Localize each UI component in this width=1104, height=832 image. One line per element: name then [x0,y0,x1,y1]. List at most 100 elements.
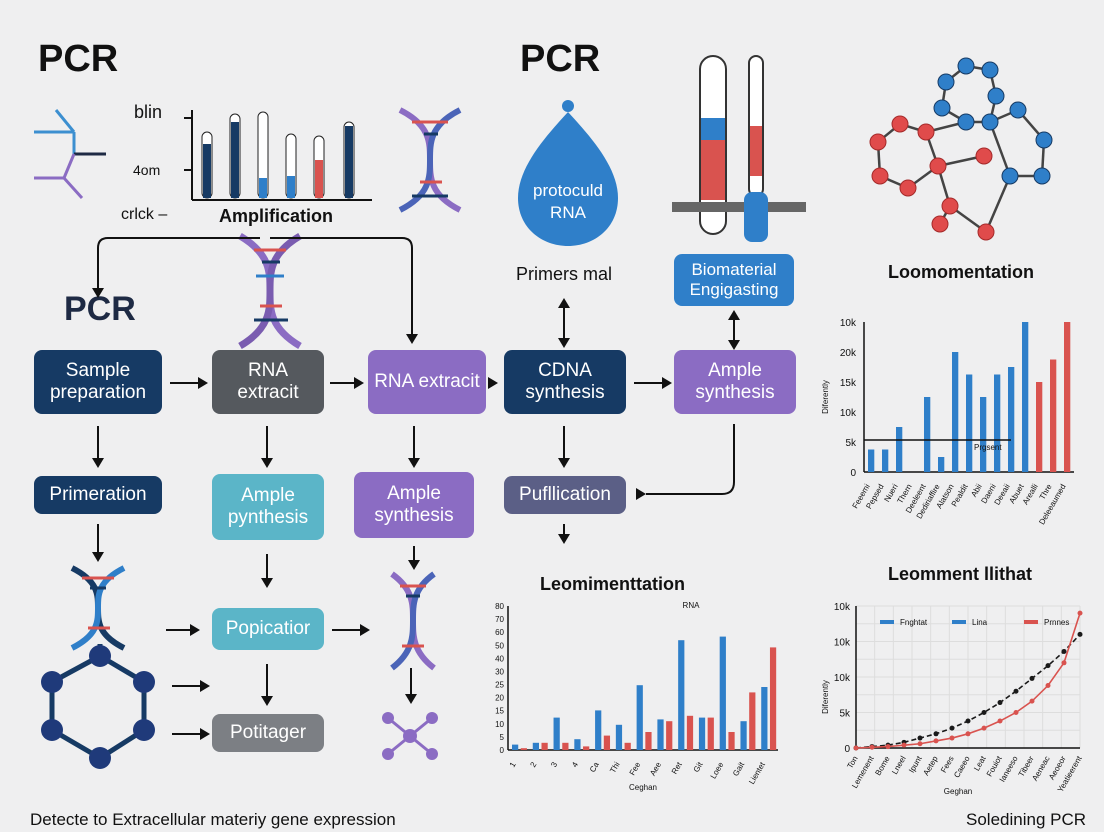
chart2-x-tick: Ca [588,760,601,774]
chart3-x-tick: Ton [845,755,859,771]
chart3-point [965,718,971,724]
flow-potitager[interactable]: Potitager [212,714,324,752]
chart2-y-tick: 0 [500,746,505,755]
chart2-y-tick: 70 [495,615,504,624]
chart1-bar [868,449,875,472]
chart3-y-tick: 5k [839,709,851,720]
branch-icon [34,109,106,200]
down-arrow-to-small-molecule [405,668,417,704]
chart3-point [1077,610,1083,616]
flow-ample-synthesis-2[interactable]: Ample synthesis [354,472,474,538]
mini-tube-1 [201,131,213,199]
chart2-bar [574,739,581,750]
mini-tube-3 [257,111,269,199]
chart2-bar [562,742,569,750]
hexagon-molecule-icon [41,644,155,769]
chart1-bar-chart: 05k10k15k20k10kDiferentlyFeeemiPepsedNue… [821,318,1074,526]
flow-rna-extract-1[interactable]: RNA extracit [212,350,324,414]
mini-chart-label-bottom: crlck – [121,206,168,223]
chart3-point [1029,698,1035,704]
chart1-bar [1008,367,1015,472]
chart2-bar [532,742,539,750]
chart1-bar [952,352,959,472]
chart2-x-tick: Git [692,760,705,774]
small-molecule-icon [382,712,438,760]
chart2-bar [553,717,560,750]
mini-tube-chart [184,110,372,201]
chart3-legend-label: Lina [972,618,988,627]
flow-ample-synthesis-1[interactable]: Ample synthesis [674,350,796,414]
chart2-y-tick: 30 [495,667,504,676]
chart3-point [869,744,875,750]
chart2-x-tick: Lientet [747,760,767,786]
chart1-bar [938,457,945,472]
flow-cdna-synthesis[interactable]: CDNA synthesis [504,350,626,414]
chart3-y-tick: 10k [834,638,851,649]
chart2-bar [624,742,631,750]
chart2-bar [678,640,685,750]
chart2-bar [686,715,694,750]
chart2-bar [761,687,768,750]
chart3-point [1045,683,1051,689]
chart3-point [981,725,987,731]
chart3-legend-swatch [1024,620,1038,624]
test-tube-rack-icon [672,55,806,242]
chart2-x-tick: Fee [628,760,643,777]
chart2-bar [520,748,527,750]
chart2-bar [728,732,735,750]
chart3-point [965,731,971,737]
flow-pufllication[interactable]: Pufllication [504,476,626,514]
chart1-annotation: Prgsent [974,443,1002,452]
chart1-bar [896,427,903,472]
chart2-bar [769,647,777,750]
dna-helix-icon-top [398,107,462,213]
flow-popicatior[interactable]: Popicatior [212,608,324,650]
dna-helix-icon-bottom-left [70,565,126,651]
chart3-x-tick: Aetep [921,754,940,777]
chart2-y-tick: 10 [495,720,504,729]
chart2-x-tick: Ret [670,760,684,776]
flow-rna-extract-2[interactable]: RNA extracit [368,350,486,414]
chart3-legend-label: Prnnes [1044,618,1069,627]
molecule-cluster-icon [869,57,1053,241]
pufllication-connector [636,424,735,500]
chart2-bar [749,692,756,750]
primers-double-arrow [558,298,570,348]
chart2-bar [603,735,611,750]
chart1-y-tick: 10k [840,408,857,419]
flow-primeration[interactable]: Primeration [34,476,162,514]
flow-sample-preparation[interactable]: Sample preparation [34,350,162,414]
dna-helix-icon-center [238,232,302,350]
chart2-bar [583,746,590,750]
chart3-point [1029,675,1035,681]
chart1-y-tick: 15k [840,378,857,389]
mini-tube-5 [313,135,325,199]
chart1-y-tick: 20k [840,348,857,359]
amplification-heading: Amplification [219,206,334,226]
chart3-point [1061,660,1067,666]
chart3-point [997,718,1003,724]
flow-ample-pynthesis[interactable]: Ample pynthesis [212,474,324,540]
chart3-x-tick: Leat [972,754,988,773]
chart2-bar [698,717,706,750]
chart3-point [1013,688,1019,694]
chart3-point [853,745,859,751]
chart1-bar [966,374,973,472]
chart1-y-label: Diferently [821,380,830,414]
chart3-point [981,710,987,715]
biomaterial-box[interactable]: Biomaterial Engigasting [674,254,794,306]
flow-down-arrows-2 [92,524,570,588]
mini-tube-4 [285,133,297,199]
sample-drop-text: protoculd RNA [533,181,603,222]
mini-chart-label-top: blin [134,102,163,122]
chart3-point [917,741,923,747]
chart3-point [917,735,923,741]
chart2-bar [645,732,652,750]
flow-row1-arrows [170,377,672,389]
mini-tube-6 [343,121,355,199]
chart3-point [885,744,891,750]
pcr-title-mid-left: PCR [64,290,136,328]
pcr-title-top-left: PCR [38,38,119,80]
chart1-title: Loomomentation [888,262,1034,282]
